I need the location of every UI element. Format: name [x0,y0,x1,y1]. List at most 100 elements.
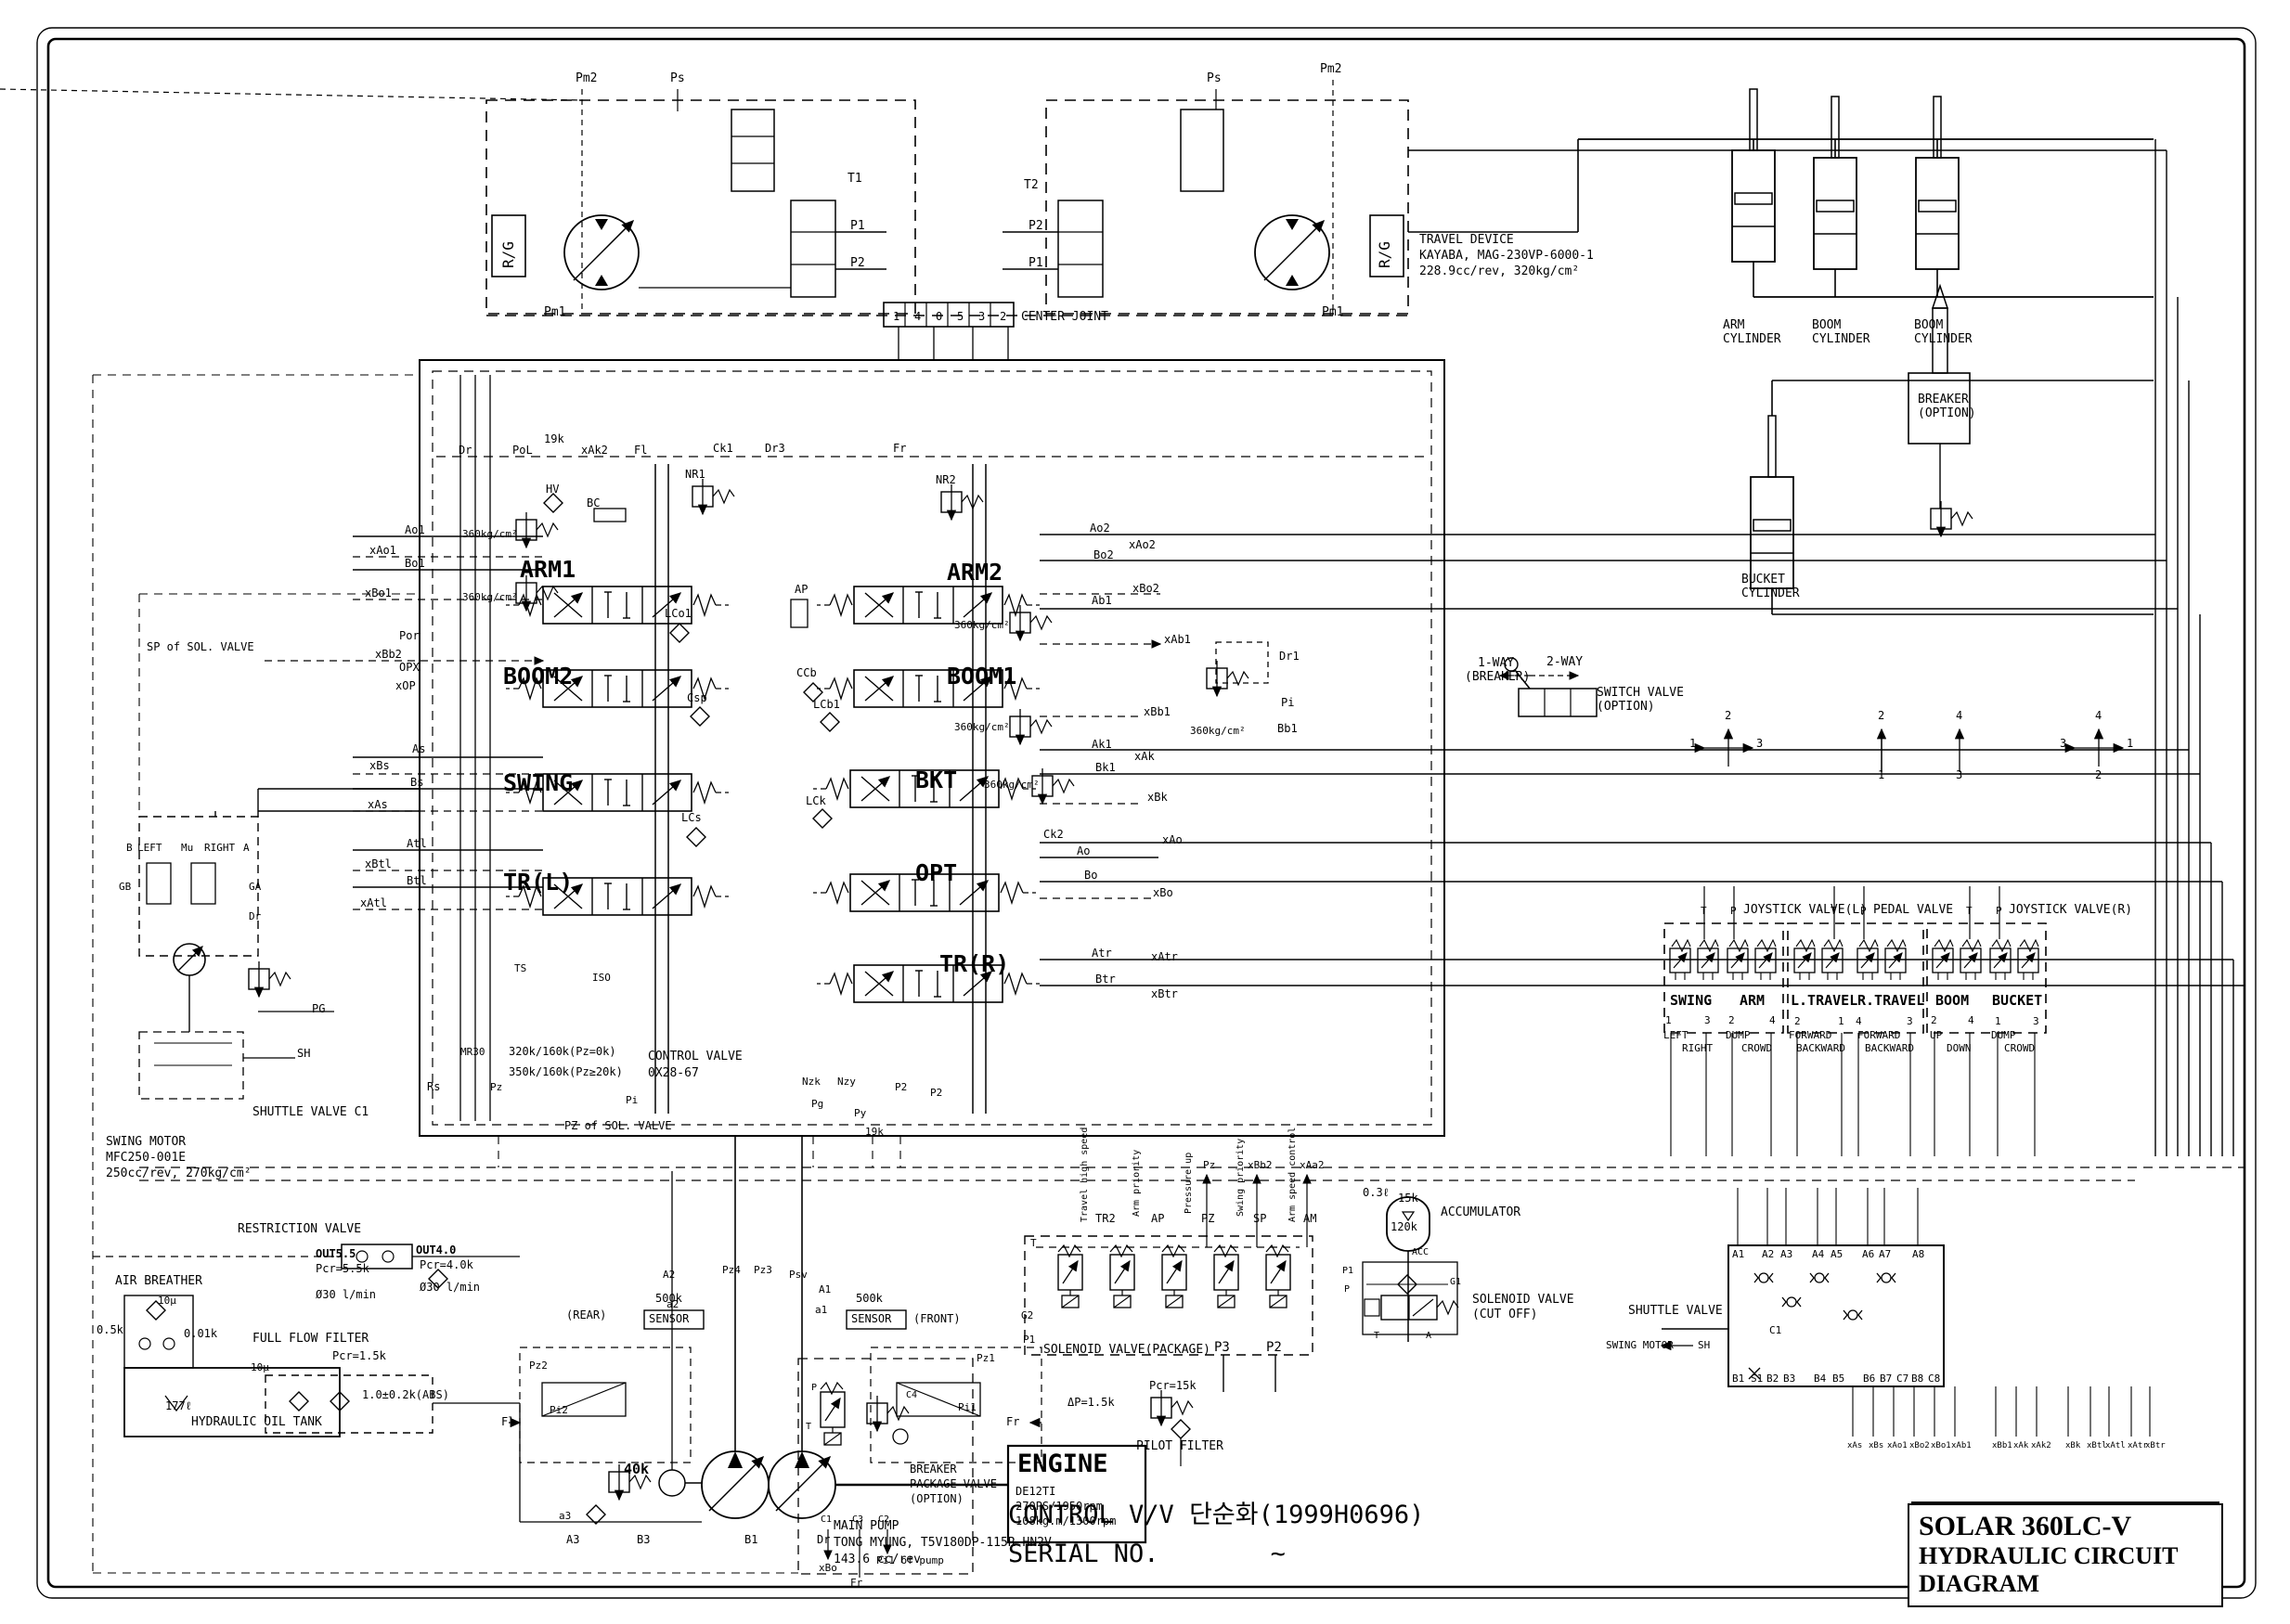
label-atr: Atr [1092,947,1112,960]
sol-swing-priority: Swing priority [1236,1138,1246,1217]
cross-num: 3 [1956,768,1963,781]
label-front: (FRONT) [913,1312,961,1325]
main-pump-label: MAIN PUMP [834,1519,899,1533]
port-pm1-right: Pm1 [1322,305,1344,319]
control-valve-label: CONTROL VALVE [648,1050,743,1063]
label-p: P [1860,905,1867,917]
air-breather-label: AIR BREATHER [115,1274,202,1288]
label-xak: xAk [2013,1441,2029,1450]
control-valve-block [419,359,1445,1137]
label-0-3: 0.3ℓ [1363,1186,1390,1199]
label-dump: DUMP [1726,1029,1751,1041]
label-xaa2: xAa2 [1300,1159,1325,1171]
label-b2: B2 [1766,1373,1779,1385]
label-py: Py [854,1107,867,1119]
label-pol: PoL [512,444,533,457]
label-xbs: xBs [1869,1441,1884,1450]
label-bo: Bo [1084,869,1098,882]
label-p: P [1996,905,2002,917]
label-c7: C7 [1896,1373,1909,1385]
sol-pressure-up: Pressure up [1184,1152,1194,1214]
label-fr: Fr [893,442,907,455]
label-dump: DUMP [1991,1029,2016,1041]
label-360kg-cm: 360kg/cm² [954,619,1010,631]
label-xao2: xAo2 [1129,538,1156,551]
label-xao1: xAo1 [1887,1441,1908,1450]
label-t: T [806,1422,812,1432]
label-ga: GA [249,881,262,893]
pilot-arm: ARM [1740,992,1766,1009]
label-pz: Pz [490,1081,503,1093]
label-backward: BACKWARD [1865,1042,1914,1054]
label-2: 2 [1794,1015,1801,1027]
label-b3: B3 [1783,1373,1796,1385]
accumulator [1386,1196,1430,1342]
label-s1: S1 [1751,1373,1764,1385]
label-hv: HV [546,483,560,496]
label-500k: 500k [856,1292,883,1305]
label-a3: A3 [1780,1248,1793,1260]
full-flow-filter-label: FULL FLOW FILTER [252,1332,369,1346]
label-mu: Mu [181,842,194,854]
label-p2: P2 [895,1081,908,1093]
label-pz4: Pz4 [722,1264,741,1276]
label-pg: PG [312,1002,326,1015]
label-ao2: Ao2 [1090,522,1110,535]
label-30-l-min: Ø30 l/min [316,1288,377,1301]
label-a: A [243,842,250,854]
right-port-lines [1040,534,2245,986]
control-note: CONTROL V/V 단순화(1999H0696) [1008,1501,1425,1529]
shuttle-valve-label: SHUTTLE VALVE [1628,1304,1723,1318]
label-pcr-5-5k: Pcr=5.5k [316,1262,369,1275]
sol-arm-speed: Arm speed control [1287,1127,1298,1222]
label-b1: B1 [1732,1373,1745,1385]
pilot-rtravel: R.TRAVEL [1857,992,1925,1009]
label-a1: a1 [815,1304,828,1316]
swing-motor-spec: 250cc/rev, 270kg/cm² [106,1166,252,1180]
section-opt: OPT [915,859,958,886]
label-xbk: xBk [1147,791,1168,804]
label-up: UP [1930,1029,1943,1041]
label-4: 4 [1968,1014,1974,1026]
label-out4-0: OUT4.0 [416,1244,457,1257]
engine-label: ENGINE [1017,1450,1108,1478]
label-xbtr: xBtr [1151,987,1178,1000]
label-g1: G1 [1450,1277,1462,1287]
pilot-ltravel: L.TRAVEL [1791,992,1858,1009]
cross-num: 2 [2095,768,2102,781]
sol-travel-speed: Travel high speed [1080,1127,1090,1222]
label-left: LEFT [1663,1029,1688,1041]
sp-sol-valve-note: SP of SOL. VALVE [147,640,254,653]
serial-label: SERIAL NO. [1008,1540,1159,1568]
label-btr: Btr [1095,973,1116,986]
label-c4: C4 [906,1390,918,1400]
pilot-drop-lines [1670,1033,2036,1156]
center-joint [486,302,1408,360]
engine-spec1: 270PS/1950rpm [1016,1500,1103,1513]
label-xatl: xAtl [360,896,387,909]
direction-crosses [1694,728,2125,772]
label-ao: Ao [1077,844,1091,857]
label-xak2: xAk2 [2031,1441,2051,1450]
label-0-01k: 0.01k [184,1327,218,1340]
label-360kg-cm: 360kg/cm² [954,721,1010,733]
restriction-valve-label: RESTRICTION VALVE [238,1222,362,1236]
label-xab1: xAb1 [1164,633,1191,646]
port-p2-left: P2 [850,256,865,270]
label-xbo: xBo [1153,886,1173,899]
cross-num: 2 [1725,709,1732,722]
label-xbo1: xBo1 [365,586,392,599]
sol-arm-priority: Arm priority [1132,1149,1142,1217]
tank-label: HYDRAULIC OIL TANK [191,1415,322,1429]
label-4: 4 [1856,1015,1862,1027]
breaker-option [1908,283,1973,536]
label-backward: BACKWARD [1796,1042,1845,1054]
label-p2: P2 [1266,1340,1282,1355]
label-b: B [126,842,133,854]
label-fr: Fr [850,1577,863,1589]
travel-left-rg: R/G [499,241,517,268]
label-10: 10μ [251,1361,269,1373]
joystick-valve-left [1663,886,1784,1034]
label-dr: Dr [249,910,262,922]
